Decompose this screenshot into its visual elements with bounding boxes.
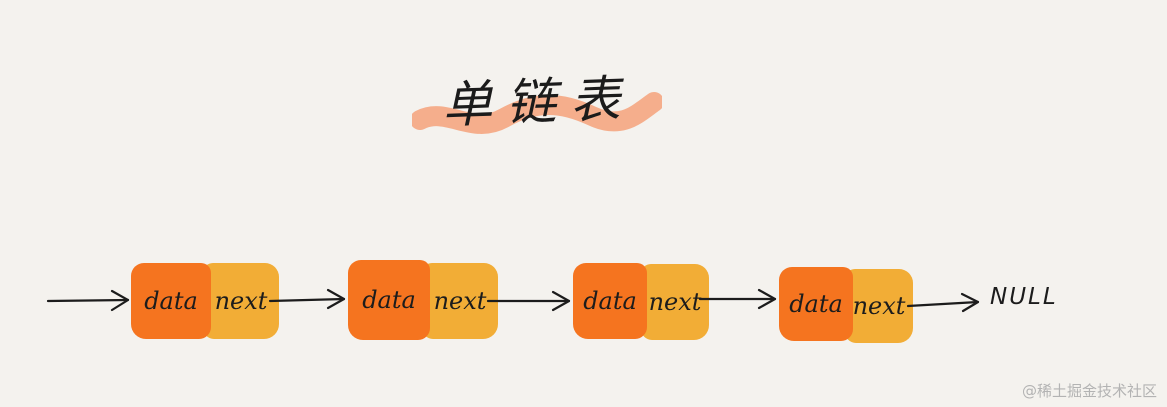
title-highlight-stroke <box>412 92 662 134</box>
node-data-cell: data <box>573 263 647 339</box>
next-pointer-arrow <box>268 288 346 310</box>
node-next-cell: next <box>641 264 709 340</box>
null-pointer-arrow <box>906 292 980 313</box>
next-pointer-arrow <box>698 288 777 310</box>
node-next-label: next <box>648 288 702 316</box>
list-node-1: data next <box>131 263 279 341</box>
list-node-2: data next <box>348 260 498 340</box>
node-data-cell: data <box>348 260 430 340</box>
title-block: 单链表 <box>412 40 662 140</box>
list-node-4: data next <box>779 267 913 345</box>
null-terminal-label: NULL <box>990 284 1058 310</box>
node-next-label: next <box>433 287 487 315</box>
watermark: @稀土掘金技术社区 <box>1021 382 1157 400</box>
node-next-label: next <box>214 287 268 315</box>
node-data-label: data <box>144 287 198 315</box>
node-next-cell: next <box>422 263 498 339</box>
node-data-cell: data <box>131 263 211 339</box>
head-pointer-arrow <box>46 289 130 312</box>
node-data-label: data <box>362 286 416 314</box>
node-next-cell: next <box>845 269 913 343</box>
node-data-label: data <box>789 290 843 318</box>
list-node-3: data next <box>573 263 709 341</box>
node-data-label: data <box>583 287 637 315</box>
node-data-cell: data <box>779 267 853 341</box>
node-next-label: next <box>852 292 906 320</box>
node-next-cell: next <box>203 263 279 339</box>
next-pointer-arrow <box>486 290 571 312</box>
